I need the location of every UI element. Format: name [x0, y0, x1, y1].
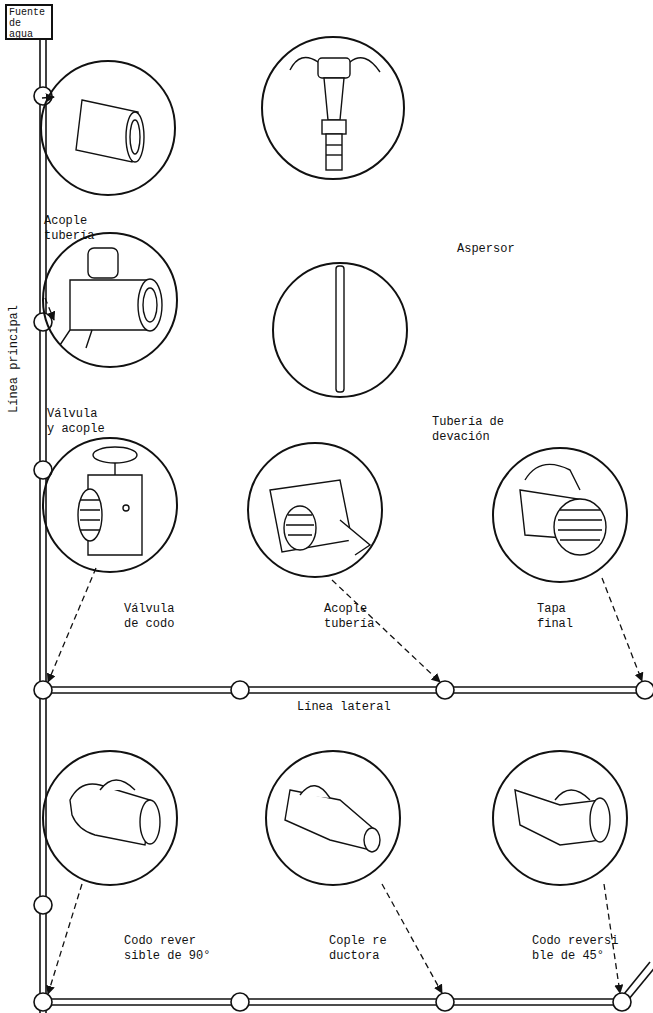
part-circle: Aspersor	[261, 36, 405, 180]
part-circle: Válvula de codo	[42, 437, 178, 573]
part-caption: Aspersor	[457, 242, 537, 257]
line-name-vertical: Línea principal	[7, 305, 21, 413]
part-caption: Válvula de codo	[124, 602, 186, 632]
part-circle: Tapa final	[492, 447, 628, 583]
part-caption: Codo reversi ble de 45°	[532, 934, 624, 964]
part-circle: Acople tubería	[40, 60, 176, 196]
pipe-lines	[40, 38, 653, 1013]
part-circle: Válvula y acople	[42, 232, 178, 368]
part-circle: Codo rever sible de 90°	[42, 750, 178, 886]
part-caption: Codo rever sible de 90°	[124, 934, 216, 964]
part-circle: Cople re ductora	[265, 750, 401, 886]
junctions	[34, 87, 653, 1011]
line-name: Línea lateral	[297, 700, 391, 714]
part-caption: Acople tubería	[44, 214, 106, 244]
part-caption: Tapa final	[537, 602, 579, 632]
part-circle: Acople tubería	[247, 442, 383, 578]
part-caption: Cople re ductora	[329, 934, 421, 964]
part-caption: Tubería de devación	[432, 415, 514, 445]
source-label: Fuente de agua	[9, 7, 49, 40]
part-caption: Acople tubería	[324, 602, 386, 632]
part-circle: Tubería de devación	[272, 262, 408, 398]
source-box: Fuente de agua	[5, 4, 53, 40]
part-caption: Válvula y acople	[47, 407, 111, 437]
leader-lines	[42, 97, 642, 994]
part-drawings	[60, 58, 610, 853]
part-circle: Codo reversi ble de 45°	[492, 750, 628, 886]
